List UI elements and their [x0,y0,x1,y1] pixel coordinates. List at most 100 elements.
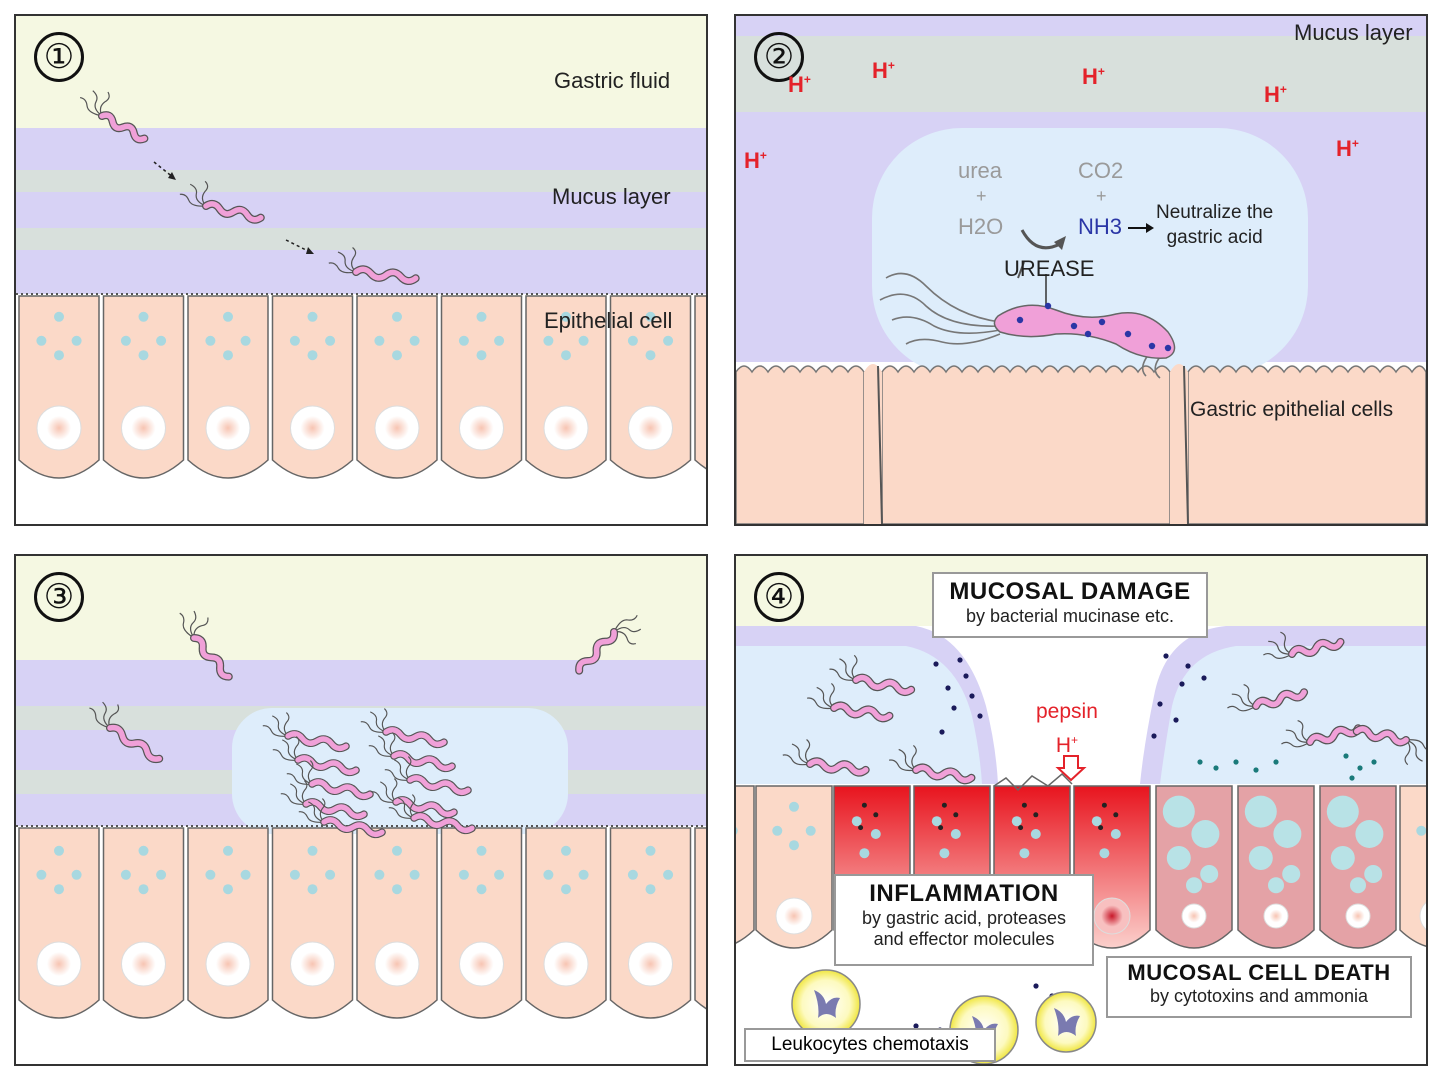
flagellum [189,610,197,639]
vacuole [156,335,167,346]
mucus-band [16,128,706,170]
vacuole [120,335,131,346]
swollen-vacuole [1248,846,1273,870]
step-number-1: ① [34,32,84,82]
bacteria [782,631,1426,785]
nucleus [290,405,335,451]
nucleus [1093,897,1131,935]
vacuole [494,335,505,346]
h-pylori-bacterium [179,180,265,224]
nucleus [628,941,673,987]
mucinase-particle [1163,653,1169,659]
bacterium-body [407,775,471,795]
flagellum [804,739,811,765]
inflammation-line2: and effector molecules [873,929,1055,949]
vacuole [950,829,961,839]
epithelial-cell [694,295,706,470]
flagellum [370,791,397,803]
vacuole [805,825,816,836]
co2-label: CO2 [1078,158,1124,183]
vacuole [54,845,64,856]
h-pylori-bacterium [360,708,448,749]
flagellum [262,725,289,737]
flagellum [280,793,307,805]
vacuole [307,845,318,856]
mucinase-particle [913,1023,919,1029]
mucinase-particle [1157,701,1163,707]
step-number-2: ② [754,32,804,82]
h-pylori-bacterium [328,247,420,285]
flagellum [911,744,917,771]
nucleus [1419,901,1426,931]
h-pylori-bacterium [388,794,476,835]
flagellum [378,735,395,757]
leukocyte-cell [1035,991,1097,1053]
flagellum [380,781,397,803]
flagellum [829,682,835,709]
vacuole [392,845,402,856]
nucleus [1263,903,1289,929]
epithelial-surface [736,365,865,524]
flagellum [1405,739,1426,752]
flagellum [1263,652,1293,659]
mucinase-particle [969,693,975,699]
mucinase-particle [1033,983,1039,989]
pepsin-label: pepsin H+ [1036,700,1098,757]
vacuole [409,869,420,880]
epithelial-cell [440,827,523,1019]
epithelial-cell [525,827,607,1019]
flagellum [409,794,416,819]
nucleus [775,897,813,935]
epithelial-cell [187,827,269,1019]
h-pylori-bacterium [782,739,870,777]
epithelial-cell [271,827,354,1019]
vacuole [392,884,402,895]
bacterium-body [99,112,148,143]
vacuole [870,829,881,839]
mucosal-damage-box: MUCOSAL DAMAGE by bacterial mucinase etc… [932,572,1208,638]
bacterial-microenvironment [872,128,1308,376]
mucinase-particle [1253,767,1259,773]
epithelial-cell [736,785,755,944]
flagellum [782,754,811,766]
h-ion: H+ [788,72,811,97]
h-pylori-bacterium [368,732,456,773]
vacuole [409,335,420,346]
vacuole [392,311,402,322]
bacterium-body [203,201,264,223]
gastric-fluid-label: Gastric fluid [554,68,671,93]
swollen-vacuole [1355,820,1384,848]
vacuole [939,848,950,859]
bacterium-body [411,813,475,833]
mucinase-particle [945,685,951,691]
swollen-vacuole [1364,865,1383,883]
flagellum [108,704,120,729]
vacuole [36,335,47,346]
h-pylori-bacterium [806,682,894,723]
vacuole [325,869,336,880]
vacuole [736,827,738,835]
urease-enzyme [1098,318,1106,326]
h-ion: H+ [1082,64,1105,89]
vacuole [138,311,149,322]
vacuole [476,884,487,895]
panel-2-illustration [736,16,1426,524]
vacuole [138,845,149,856]
bacterium-body [383,727,447,747]
vacuole [1110,829,1121,839]
flagellum [839,658,857,681]
flagellum [293,736,300,761]
flagellum [179,193,207,207]
bacterium-body [853,674,914,695]
vacuole [223,845,233,856]
vacuole [54,311,64,322]
epithelial-cell [18,827,100,1019]
bacterium-body [393,797,457,817]
vacuole [240,335,251,346]
flagellum [1280,631,1293,655]
urease-label: UREASE [1004,256,1095,281]
epithelial-cell-row [18,827,706,1019]
bacterium-body [295,755,359,775]
h-pylori-bacterium [370,778,458,819]
vacuole [156,869,167,880]
